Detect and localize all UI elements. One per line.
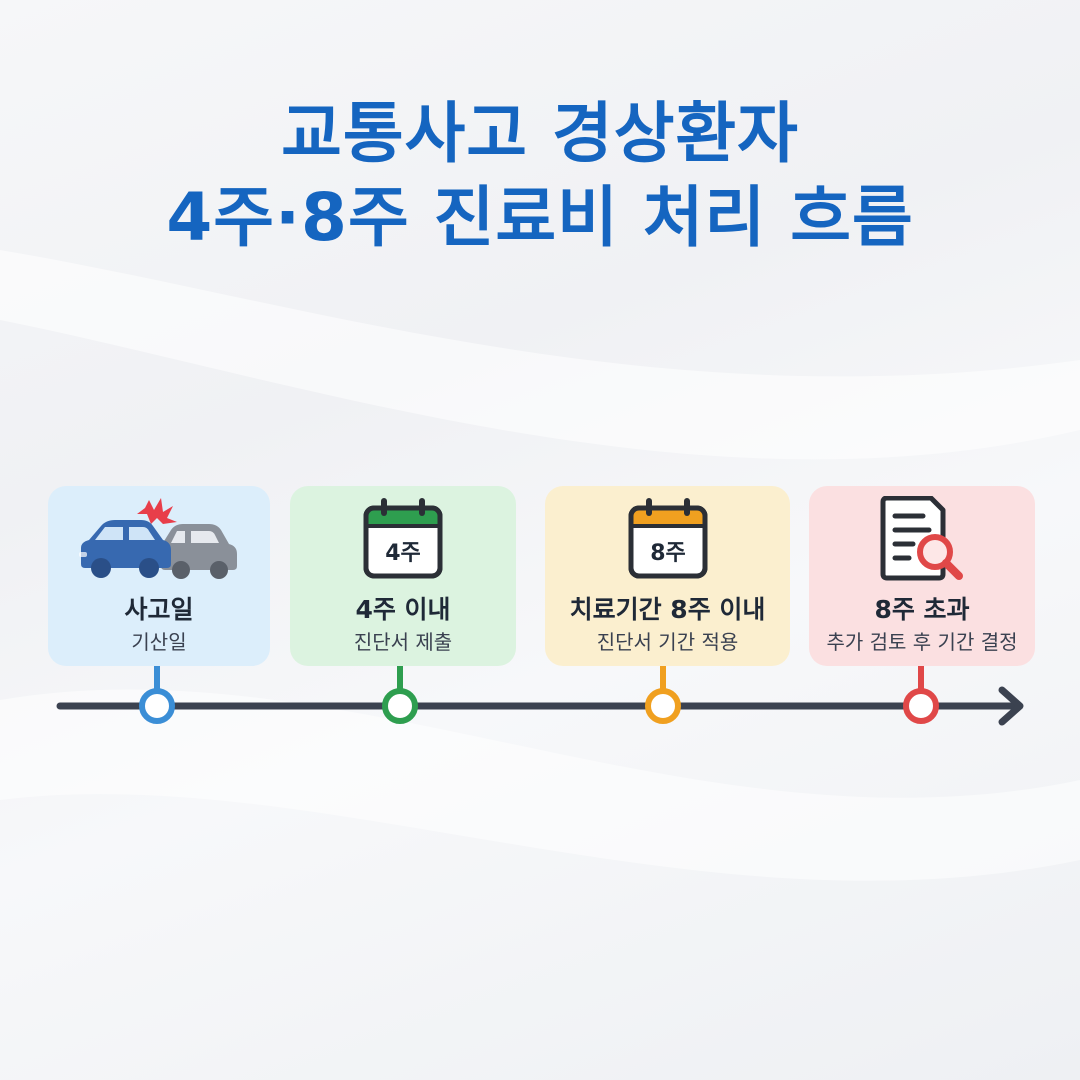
title-line-2: 4주·8주 진료비 처리 흐름	[166, 179, 914, 256]
step-title: 4주 이내	[355, 595, 451, 624]
step-card-over-8-weeks: 8주 초과 추가 검토 후 기간 결정	[809, 486, 1035, 666]
step-subtitle: 추가 검토 후 기간 결정	[826, 630, 1018, 654]
timeline-marker-accident-day	[139, 666, 175, 724]
title-line-1: 교통사고 경상환자	[281, 95, 799, 172]
calendar-label: 4주	[385, 541, 421, 566]
timeline	[56, 666, 1024, 726]
calendar-icon: 4주	[290, 496, 516, 584]
timeline-marker-within-4-weeks	[382, 666, 418, 724]
timeline-marker-within-8-weeks	[645, 666, 681, 724]
step-title: 사고일	[124, 595, 194, 624]
calendar-label: 8주	[650, 541, 686, 566]
calendar-icon: 8주	[545, 496, 790, 584]
document-search-icon	[809, 496, 1035, 584]
page-title: 교통사고 경상환자 4주·8주 진료비 처리 흐름	[0, 92, 1080, 260]
step-subtitle: 진단서 제출	[353, 630, 453, 654]
step-subtitle: 진단서 기간 적용	[596, 630, 739, 654]
step-card-accident-day: 사고일 기산일	[48, 486, 270, 666]
step-title: 8주 초과	[874, 595, 970, 624]
step-title: 치료기간 8주 이내	[569, 595, 766, 624]
car-crash-icon	[48, 496, 270, 584]
step-card-within-4-weeks: 4주 4주 이내 진단서 제출	[290, 486, 516, 666]
timeline-marker-over-8-weeks	[903, 666, 939, 724]
step-subtitle: 기산일	[131, 630, 187, 654]
timeline-arrow-icon	[998, 686, 1024, 726]
step-card-within-8-weeks: 8주 치료기간 8주 이내 진단서 기간 적용	[545, 486, 790, 666]
